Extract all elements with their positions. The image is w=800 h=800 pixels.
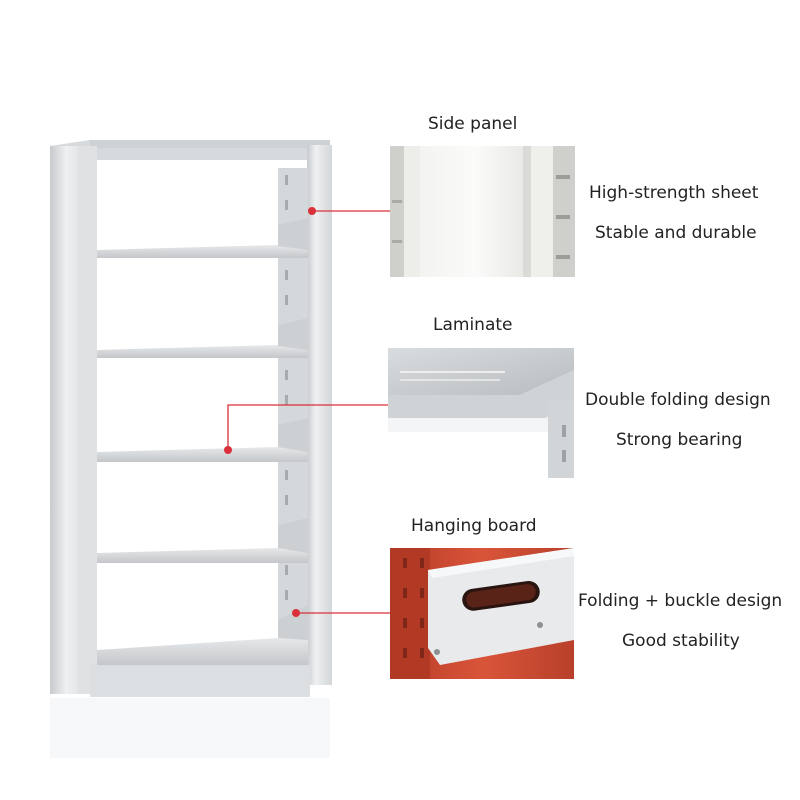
hanging-board-photo — [390, 548, 574, 679]
feature-folding-buckle-design: Folding + buckle design — [578, 591, 783, 611]
callout-dot-hanging-board — [292, 609, 300, 617]
section-title-hanging-board: Hanging board — [411, 516, 537, 536]
feature-strong-bearing: Strong bearing — [616, 430, 743, 450]
right-post — [307, 145, 332, 685]
feature-high-strength-sheet: High-strength sheet — [589, 183, 759, 203]
shelf-top-edge — [90, 140, 330, 148]
callout-dots — [224, 207, 316, 617]
callout-dot-laminate — [224, 446, 232, 454]
upright-slots — [285, 175, 288, 600]
shelf-boards — [97, 245, 308, 665]
side-panel-photo — [390, 146, 575, 277]
shelf-base — [90, 665, 310, 697]
shelf-back — [97, 160, 307, 665]
callout-dot-side-panel — [308, 207, 316, 215]
shelf-brackets — [278, 218, 308, 640]
laminate-photo — [388, 348, 574, 478]
feature-double-folding-design: Double folding design — [585, 390, 771, 410]
left-post-inner — [78, 146, 97, 694]
feature-good-stability: Good stability — [622, 631, 740, 651]
bookshelf — [50, 140, 332, 758]
shelf-reflection — [50, 698, 330, 758]
section-title-side-panel: Side panel — [428, 114, 518, 134]
section-title-laminate: Laminate — [433, 315, 513, 335]
feature-stable-and-durable: Stable and durable — [595, 223, 757, 243]
callout-lines — [227, 210, 390, 614]
